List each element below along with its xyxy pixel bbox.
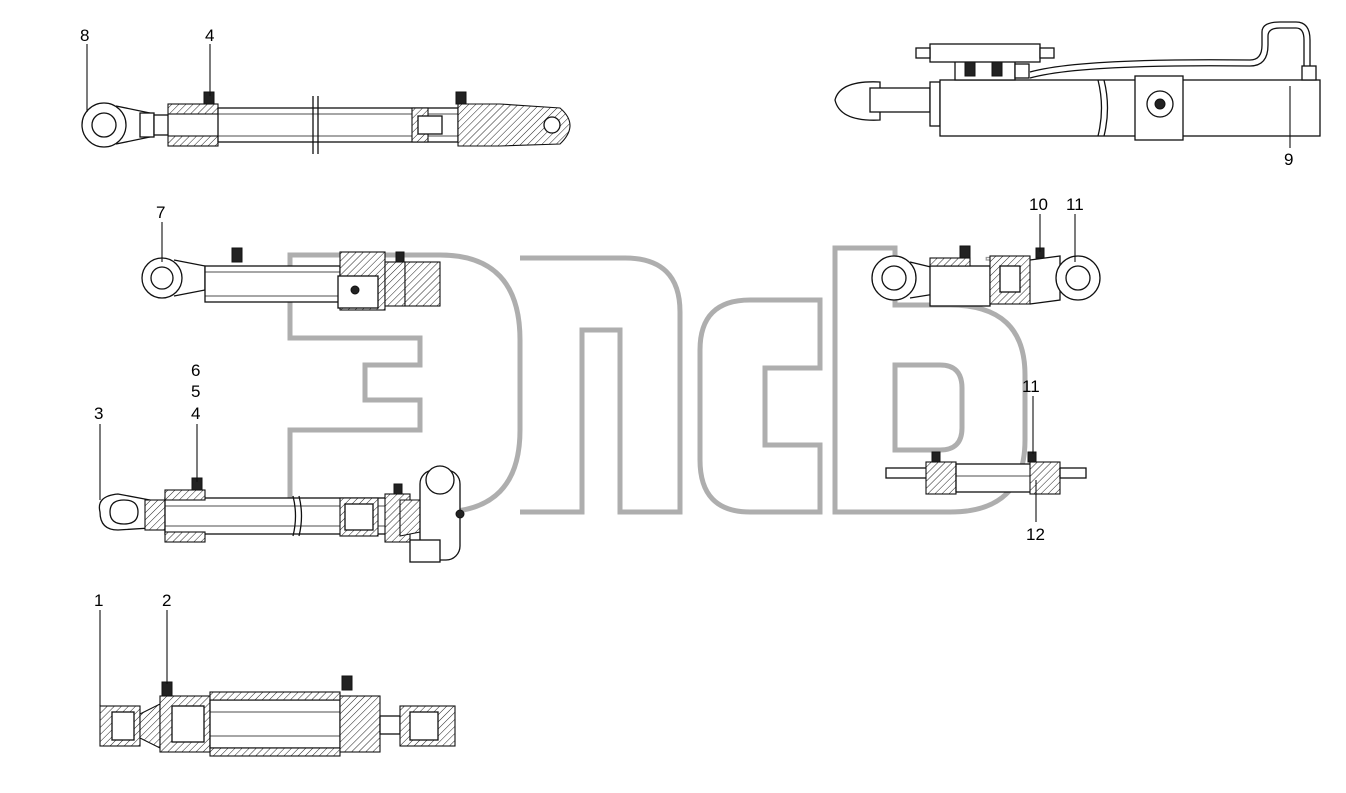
callout-4-middle: 4 [191, 404, 200, 423]
callout-7: 7 [156, 203, 165, 222]
callout-9: 9 [1284, 150, 1293, 169]
callout-labels: 8 4 7 6 5 4 3 1 2 9 10 11 11 12 [80, 26, 1293, 610]
cylinder-3-drawing [98, 465, 465, 563]
callout-12: 12 [1026, 525, 1045, 544]
callout-2: 2 [162, 591, 171, 610]
cylinder-1-drawing [99, 675, 456, 757]
callout-4-top: 4 [205, 26, 214, 45]
callout-1: 1 [94, 591, 103, 610]
cylinder-7-drawing [141, 247, 441, 311]
leader-lines [86, 44, 1291, 706]
cylinder-8-drawing [81, 91, 571, 154]
cylinder-9-drawing [834, 21, 1321, 141]
cylinder-12-drawing [885, 451, 1087, 495]
callout-11-lower: 11 [1022, 377, 1040, 396]
callout-11-top: 11 [1066, 195, 1084, 214]
callout-3: 3 [94, 404, 103, 423]
cylinder-10-11-drawing [871, 245, 1101, 307]
callout-8: 8 [80, 26, 89, 45]
callout-6: 6 [191, 361, 200, 380]
callout-10: 10 [1029, 195, 1048, 214]
callout-5: 5 [191, 382, 200, 401]
